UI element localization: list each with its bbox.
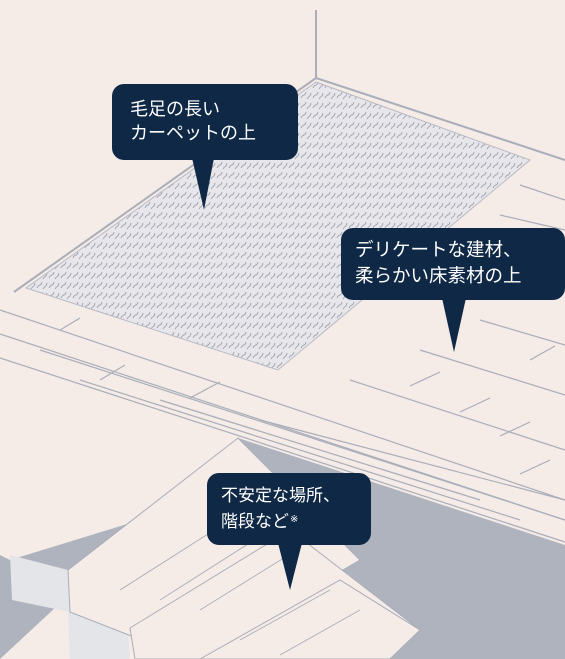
callout-unstable-text: 階段など xyxy=(221,512,289,532)
callout-tail-unstable xyxy=(278,543,302,590)
callout-tail-carpet xyxy=(192,158,214,210)
callout-carpet: 毛足の長い カーペットの上 xyxy=(112,84,298,160)
callout-unstable-line2: 階段など※ xyxy=(221,509,371,535)
carpet xyxy=(24,81,531,371)
callout-unstable-stairs: 不安定な場所、 階段など※ xyxy=(207,473,371,545)
callout-delicate-flooring: デリケートな建材、 柔らかい床素材の上 xyxy=(341,228,565,300)
step-side xyxy=(10,555,70,612)
callout-delicate-line2: 柔らかい床素材の上 xyxy=(355,266,522,287)
callout-unstable-line1: 不安定な場所、 xyxy=(221,486,340,506)
step-side xyxy=(68,612,130,659)
callout-carpet-line1: 毛足の長い xyxy=(130,99,220,120)
callout-carpet-line2: カーペットの上 xyxy=(130,123,256,144)
callout-delicate-line1: デリケートな建材、 xyxy=(355,240,522,261)
footnote-mark: ※ xyxy=(290,514,299,525)
callout-tail-delicate xyxy=(442,298,466,352)
